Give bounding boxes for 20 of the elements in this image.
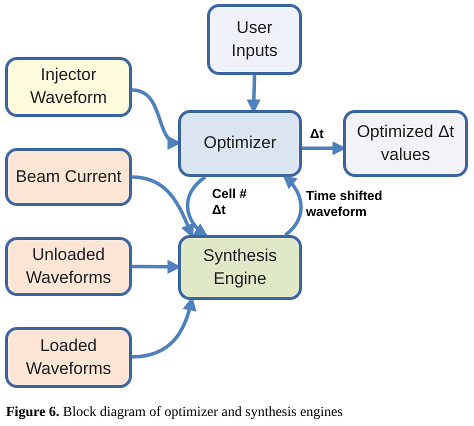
box-label: Optimizer xyxy=(202,132,278,154)
edge-label: Δt xyxy=(310,126,334,142)
process-box xyxy=(5,237,132,296)
box-label: Beam Current xyxy=(14,166,122,188)
box-label: Injector Waveform xyxy=(29,64,108,109)
arrow xyxy=(282,174,303,236)
process-box xyxy=(178,110,302,177)
process-box xyxy=(5,327,132,388)
process-box xyxy=(343,110,468,177)
box-label: Unloaded Waveforms xyxy=(24,244,112,288)
arrow xyxy=(186,176,208,238)
box-label: Loaded Waveforms xyxy=(24,334,112,380)
box-label: Synthesis Engine xyxy=(202,244,278,290)
process-box xyxy=(5,57,132,117)
process-box xyxy=(207,4,302,75)
box-label: User Inputs xyxy=(230,16,279,62)
box-label: Optimized Δt values xyxy=(356,120,456,166)
process-box xyxy=(5,148,132,206)
process-box xyxy=(178,235,302,300)
figure-caption: Figure 6. Block diagram of optimizer and synthesis engines xyxy=(6,404,343,422)
